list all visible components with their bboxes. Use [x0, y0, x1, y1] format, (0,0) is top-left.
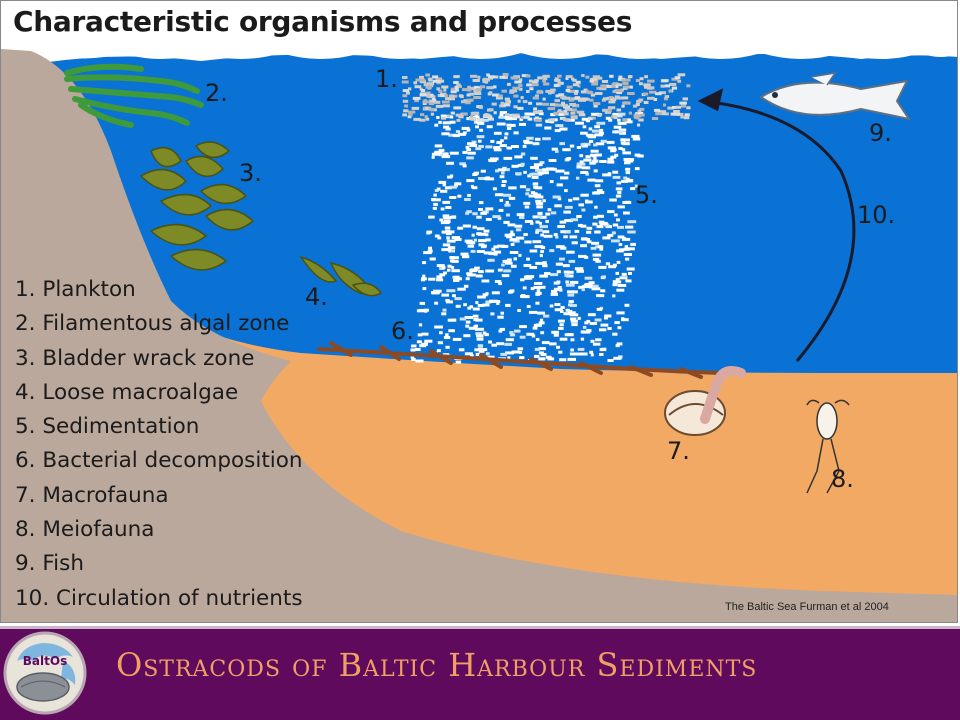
- baltos-logo: BaltOs: [3, 631, 87, 715]
- label-7: 7.: [667, 437, 690, 465]
- sedimentation-column: [410, 111, 644, 364]
- legend-item: 2. Filamentous algal zone: [15, 311, 290, 337]
- footer-title: Ostracods of Baltic Harbour Sediments: [116, 646, 758, 684]
- label-5: 5.: [635, 181, 658, 209]
- label-8: 8.: [831, 465, 854, 493]
- label-1: 1.: [375, 65, 398, 93]
- legend-item: 6. Bacterial decomposition: [15, 448, 303, 474]
- filamentous-algae: [64, 63, 204, 128]
- macrofauna: [664, 366, 746, 436]
- legend-item: 8. Meiofauna: [15, 517, 155, 543]
- label-9: 9.: [869, 119, 892, 147]
- meiofauna: [806, 399, 850, 494]
- loose-macroalgae: [299, 255, 383, 297]
- label-6: 6.: [391, 317, 414, 345]
- fish: [759, 71, 912, 121]
- diagram-title: Characteristic organisms and processes: [13, 5, 633, 38]
- legend-item: 7. Macrofauna: [15, 482, 169, 508]
- label-2: 2.: [205, 79, 228, 107]
- legend-item: 10. Circulation of nutrients: [15, 585, 303, 611]
- label-10: 10.: [857, 201, 896, 229]
- legend-item: 3. Bladder wrack zone: [15, 345, 255, 371]
- label-3: 3.: [239, 159, 262, 187]
- legend-item: 5. Sedimentation: [15, 414, 200, 440]
- source-credit: The Baltic Sea Furman et al 2004: [725, 601, 889, 613]
- footer-bar: [0, 626, 960, 720]
- bacterial-layer: [317, 341, 723, 379]
- legend-item: 4. Loose macroalgae: [15, 379, 239, 405]
- legend-item: 1. Plankton: [15, 277, 136, 302]
- diagram-panel: Characteristic organisms and processes 1…: [0, 0, 958, 623]
- legend-list: 1. Plankton 2. Filamentous algal zone 3.…: [15, 273, 303, 616]
- plankton-cloud: [401, 73, 691, 122]
- bladder-wrack: [139, 141, 255, 271]
- water-surface: [41, 41, 957, 59]
- slope-region: [1, 49, 957, 622]
- logo-text: BaltOs: [23, 654, 67, 668]
- ecosystem-illustration: [1, 1, 957, 622]
- label-4: 4.: [305, 283, 328, 311]
- footer-divider: [0, 626, 960, 629]
- nutrient-arrow: [697, 88, 856, 362]
- legend-item: 9. Fish: [15, 551, 84, 577]
